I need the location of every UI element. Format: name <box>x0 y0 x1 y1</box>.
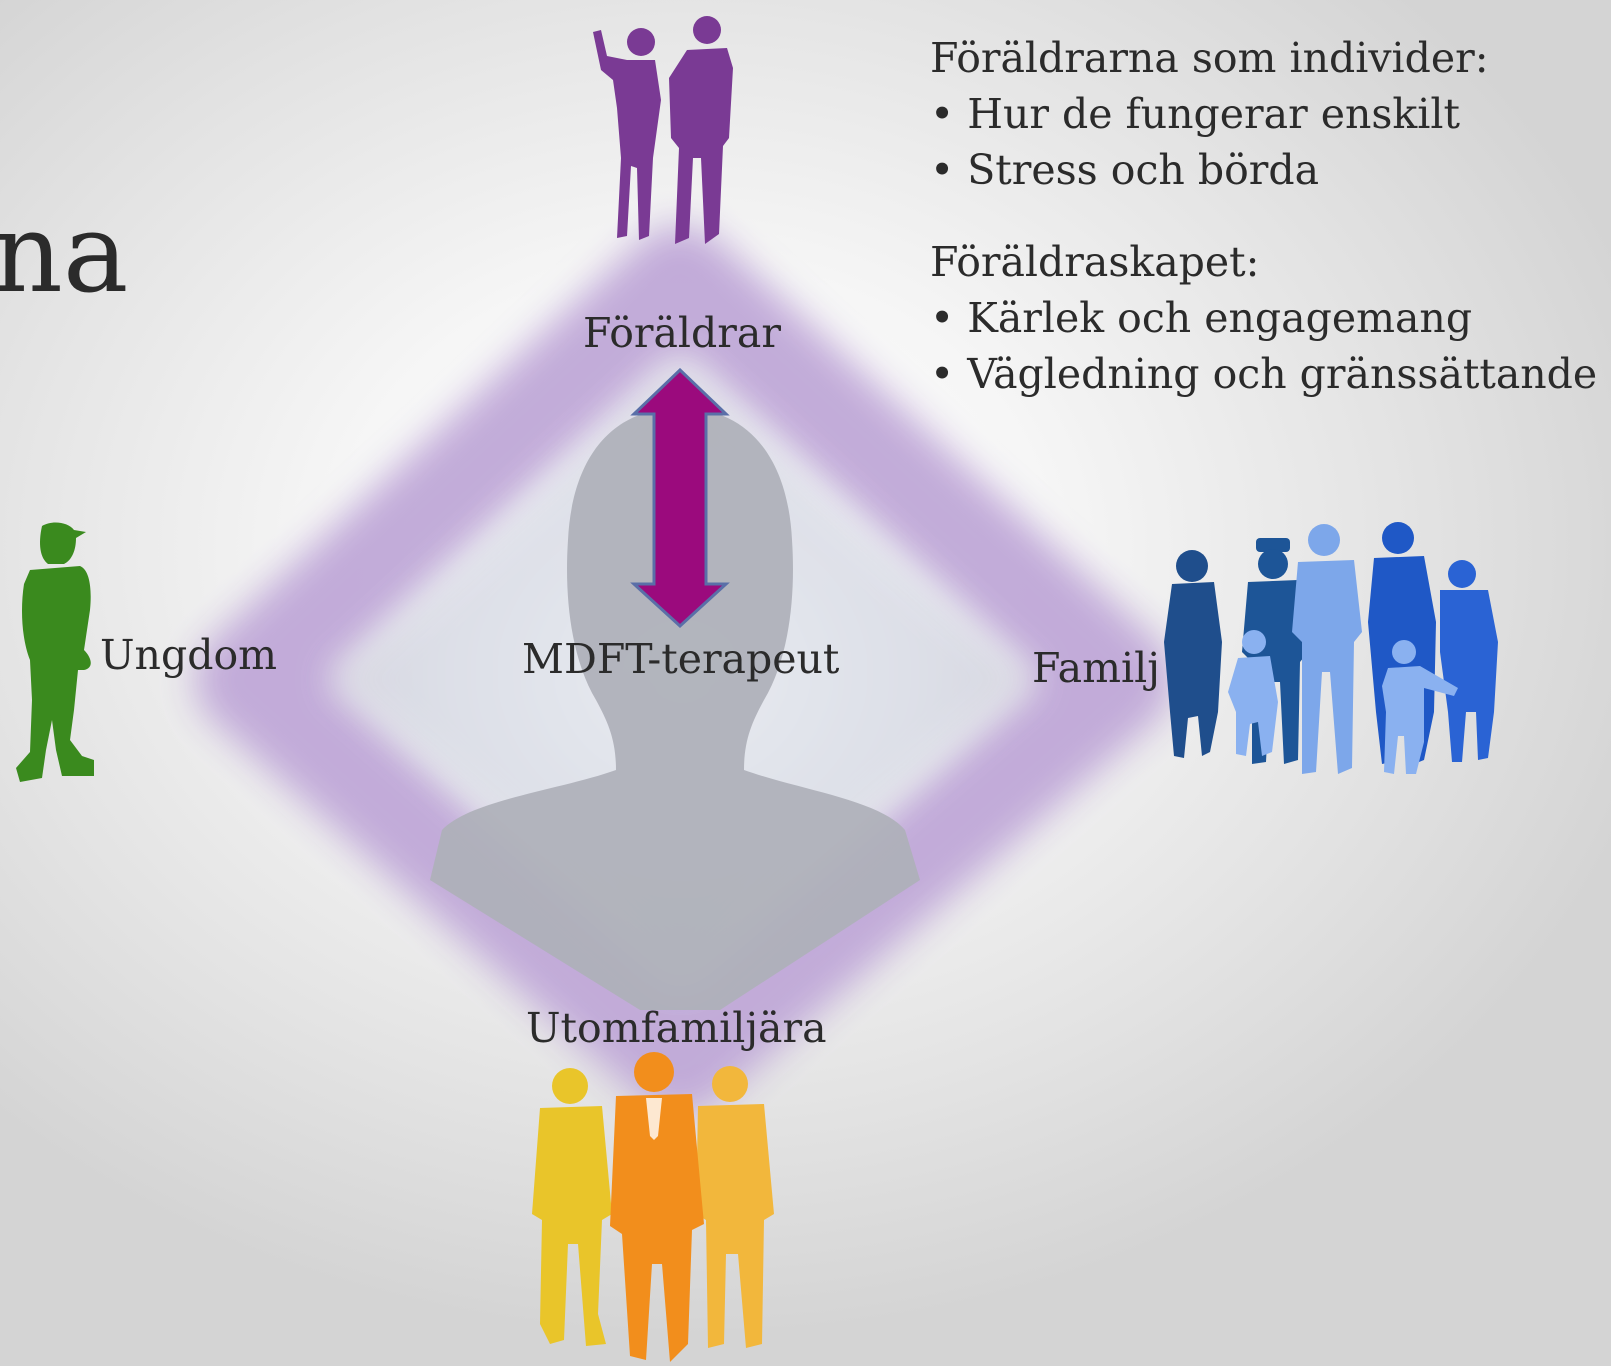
node-label-left: Ungdom <box>100 631 278 679</box>
youth-silhouette-icon <box>16 522 94 782</box>
person-head-silhouette-icon <box>430 408 920 1010</box>
info-bullet: • Hur de fungerar enskilt <box>930 90 1460 138</box>
node-label-bottom: Utomfamiljära <box>526 1004 827 1052</box>
info-bullet-text: Stress och börda <box>967 146 1320 194</box>
node-label-top: Föräldrar <box>583 309 781 357</box>
info-panel: Föräldrarna som individer: • Hur de fung… <box>930 30 1597 402</box>
double-arrow-icon <box>630 368 730 629</box>
businessmen-silhouette-icon <box>532 1052 774 1362</box>
family-silhouette-icon <box>1164 522 1498 774</box>
info-heading-individuals: Föräldrarna som individer: <box>930 34 1489 82</box>
info-bullet: • Vägledning och gränssättande <box>930 350 1598 398</box>
slide-title-fragment: na <box>0 189 129 317</box>
info-bullet-text: Kärlek och engagemang <box>967 294 1473 342</box>
info-heading-parenting: Föräldraskapet: <box>930 238 1260 286</box>
center-label: MDFT-terapeut <box>522 635 840 683</box>
info-bullet: • Kärlek och engagemang <box>930 294 1473 342</box>
info-bullet-text: Hur de fungerar enskilt <box>967 90 1460 138</box>
info-bullet-text: Vägledning och gränssättande <box>967 350 1598 398</box>
node-label-right: Familj <box>1032 644 1160 692</box>
info-bullet: • Stress och börda <box>930 146 1320 194</box>
parents-silhouette-icon <box>593 16 733 244</box>
